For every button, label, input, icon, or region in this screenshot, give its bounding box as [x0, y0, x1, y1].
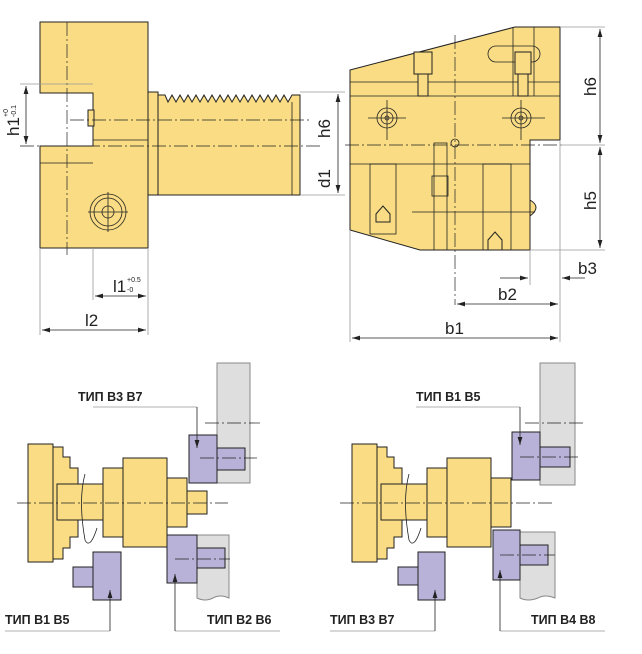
- slot: [487, 45, 541, 63]
- workpiece-chuck: [27, 443, 208, 563]
- tool-b1-b5: [92, 551, 122, 601]
- l1-label: l1: [113, 277, 126, 296]
- threaded-shank: [157, 93, 301, 196]
- b3-label: b3: [578, 259, 597, 278]
- shank-flange: [147, 91, 159, 196]
- screw-hole-icon: [368, 100, 406, 140]
- label-type: ТИП B3 B7: [330, 613, 395, 627]
- svg-text:-0.1: -0.1: [11, 105, 18, 117]
- l1-tol-lower: -0: [127, 287, 133, 294]
- label-type: ТИП B4 B8: [531, 613, 596, 627]
- key-pin: [87, 109, 95, 127]
- front-view: h6 h5 b3 b2 b1: [345, 26, 605, 342]
- l1-tol-upper: +0.5: [127, 277, 141, 284]
- label-type: ТИП B1 B5: [416, 390, 481, 404]
- label-type: ТИП B3 B7: [78, 390, 143, 404]
- h1-label: h1 +0 -0.1: [3, 105, 23, 136]
- rotation-arrow-icon: [81, 473, 98, 544]
- h6-label-right: h6: [581, 77, 600, 96]
- side-view: h1 +0 -0.1 l1 +0.5 -0 l2 h6 d1: [3, 21, 345, 335]
- l2-label: l2: [85, 311, 98, 330]
- tool-b1-b5: [511, 431, 541, 481]
- label-type: ТИП B2 B6: [207, 613, 272, 627]
- label-type: ТИП B1 B5: [5, 613, 70, 627]
- tool-b3-b7: [188, 434, 218, 484]
- holder-front-body: [349, 26, 561, 251]
- screw-hole-icon: [502, 100, 545, 140]
- screw-hole-icon: [88, 192, 128, 232]
- screw: [413, 51, 433, 75]
- svg-text:h1: h1: [4, 117, 23, 136]
- scheme-right: ТИП B1 B5 ТИП B3 B7 ТИП B4 B8: [330, 362, 605, 632]
- turret-holder: [519, 531, 556, 601]
- svg-text:+0: +0: [3, 109, 10, 117]
- h5-label: h5: [581, 191, 600, 210]
- scheme-left: ТИП B3 B7 ТИП B1 B5 ТИП B2 B6: [5, 362, 280, 632]
- tool-b3-b7: [417, 551, 446, 601]
- workpiece-chuck: [351, 443, 512, 563]
- b2-label: b2: [498, 285, 517, 304]
- b1-label: b1: [445, 319, 464, 338]
- h6-label-left: h6: [315, 119, 334, 138]
- d1-label: d1: [315, 169, 334, 188]
